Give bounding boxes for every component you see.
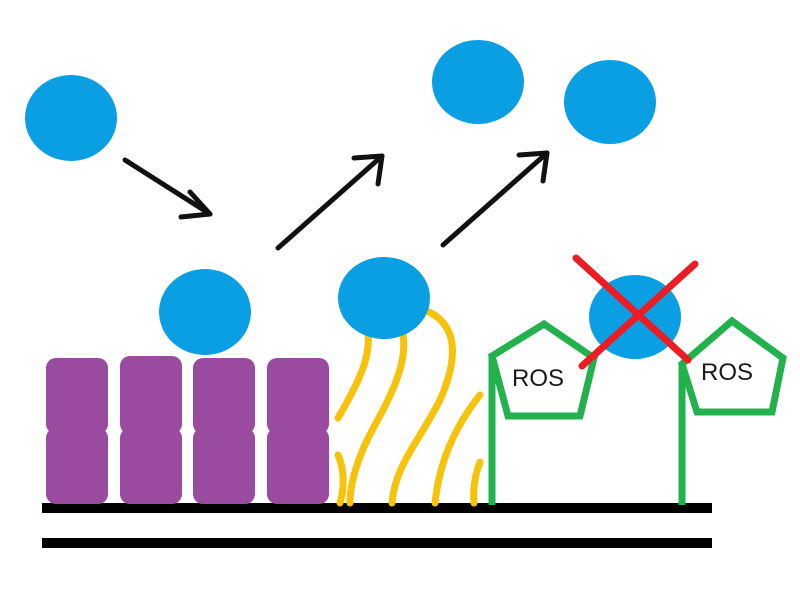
ros-label-left: ROS	[512, 365, 564, 392]
particle-bound-fibers	[338, 257, 430, 339]
fiber	[346, 318, 408, 507]
yellow-fibers	[334, 304, 484, 507]
pentagon-icon	[677, 316, 787, 416]
fiber	[431, 391, 484, 507]
fiber	[334, 321, 372, 422]
arrows	[122, 150, 550, 251]
block	[267, 358, 329, 434]
particle-bound-blocks	[159, 269, 251, 355]
block	[193, 358, 255, 434]
ros-receptor-right	[677, 316, 787, 505]
fiber	[470, 458, 484, 507]
fiber	[334, 451, 347, 507]
block	[267, 428, 329, 504]
particle-released-1	[432, 40, 524, 124]
arrow-icon	[440, 150, 550, 248]
arrow-icon	[275, 153, 385, 251]
block	[46, 428, 108, 504]
arrow-icon	[122, 157, 213, 220]
fiber	[388, 304, 456, 507]
ros-label-right: ROS	[701, 359, 753, 386]
ros-receptor-left	[487, 319, 598, 505]
particle-released-2	[564, 60, 656, 144]
block	[120, 428, 182, 504]
purple-block-stack	[46, 356, 329, 504]
block	[120, 356, 182, 434]
cross-icon	[572, 254, 699, 370]
particles	[25, 40, 681, 359]
block	[193, 428, 255, 504]
block	[46, 358, 108, 434]
pentagon-icon	[487, 319, 598, 420]
particle-incoming	[25, 75, 117, 161]
